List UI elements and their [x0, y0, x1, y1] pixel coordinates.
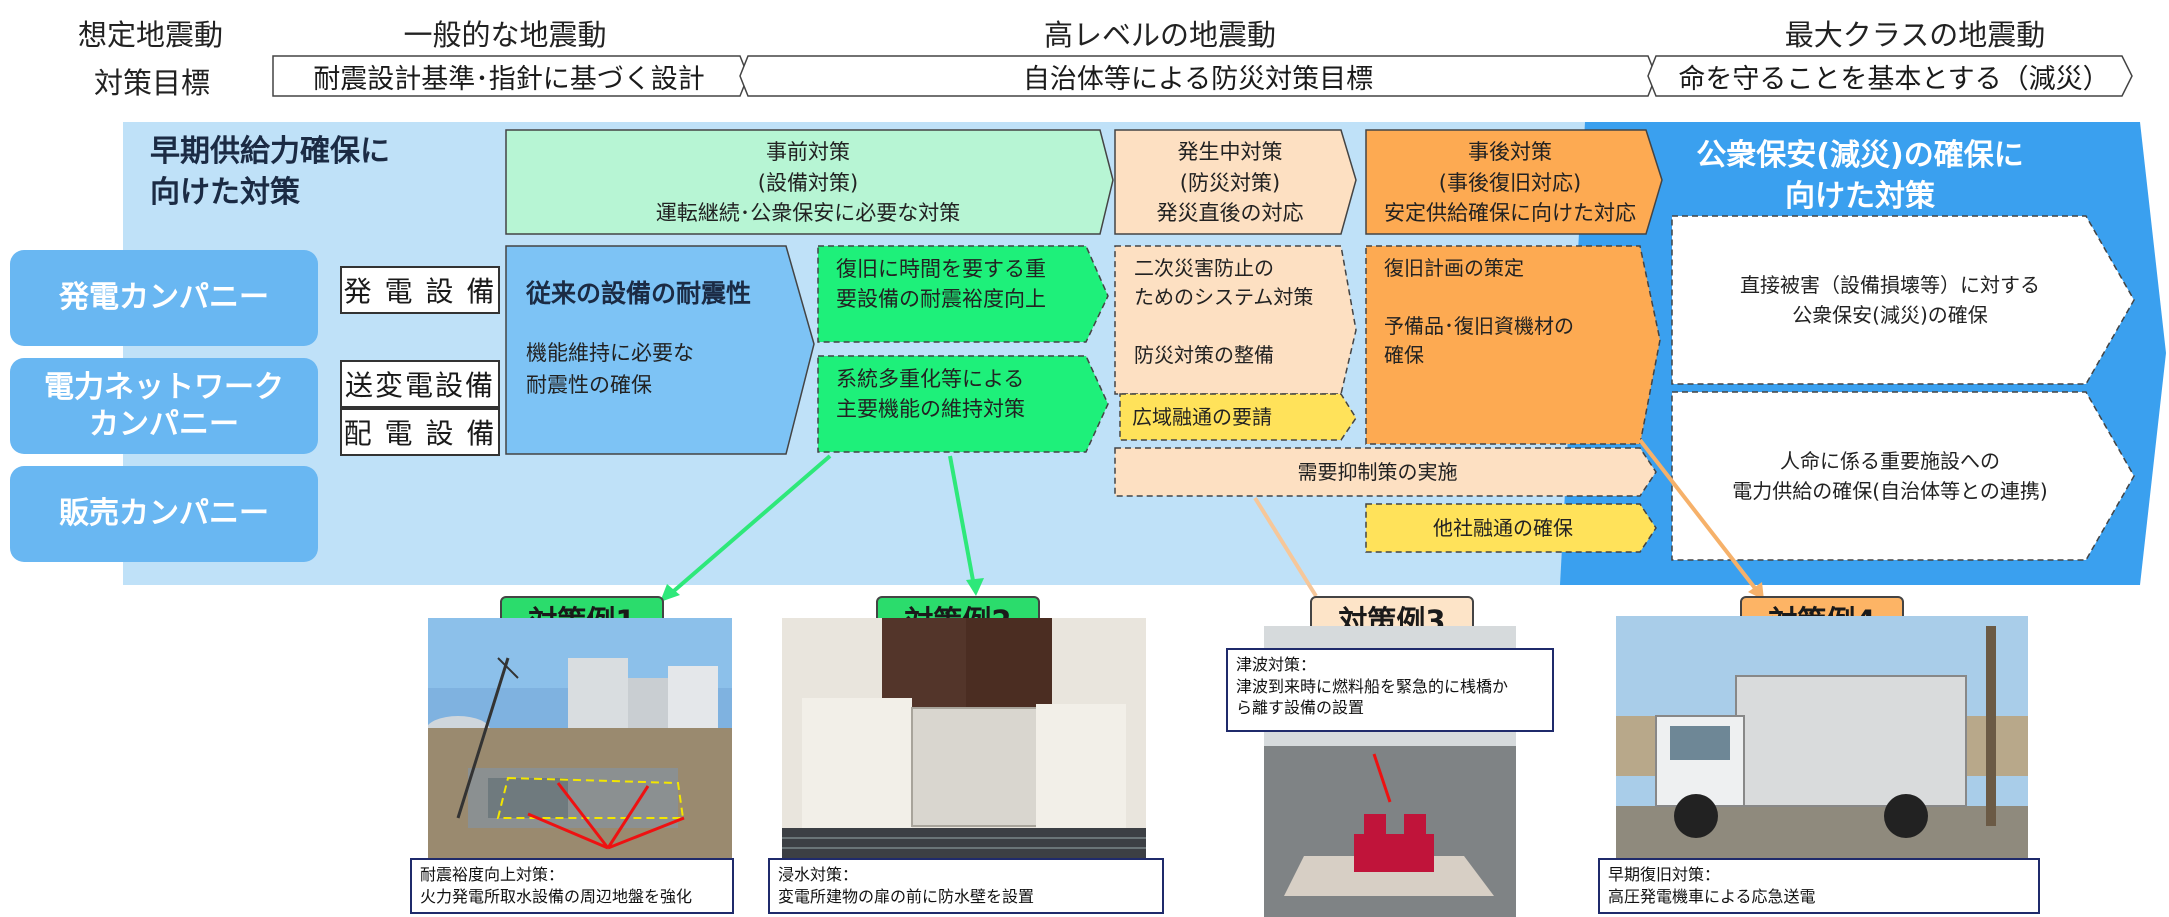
- life-box: [1671, 391, 2135, 561]
- wide-area-text: 広域融通の要請: [1132, 405, 1272, 429]
- life-text: 人命に係る重要施設への 電力供給の確保(自治体等との連携): [1732, 449, 2048, 503]
- arrow-head-example2: [966, 578, 984, 596]
- company-network: 電力ネットワーク カンパニー: [10, 358, 318, 454]
- direct-damage-text: 直接被害（設備損壊等）に対する 公衆保安(減災)の確保: [1740, 273, 2040, 327]
- right-title: 公衆保安(減災)の確保に 向けた対策: [1696, 138, 2024, 214]
- example2-photo: [782, 618, 1146, 858]
- important-box: [817, 245, 1109, 343]
- left-title: 早期供給力確保に 向けた対策: [150, 134, 390, 210]
- row2-label: 対策目標: [94, 66, 211, 100]
- example2-caption: 浸水対策： 変電所建物の扉の前に防水壁を設置: [768, 858, 1164, 914]
- secondary-text: 二次災害防止の ためのシステム対策 防災対策の整備: [1134, 256, 1314, 367]
- arrow-head-example1: [660, 584, 680, 602]
- example1-caption: 耐震裕度向上対策： 火力発電所取水設備の周辺地盤を強化: [410, 858, 734, 914]
- goal1-text: 耐震設計基準･指針に基づく設計: [313, 63, 705, 95]
- row1-label: 想定地震動: [78, 18, 224, 52]
- col2-title: 高レベルの地震動: [1043, 18, 1276, 52]
- arrow-head-example4: [1748, 582, 1764, 600]
- goal3-shape: [1647, 55, 2133, 97]
- during-phase-text: 発生中対策 (防災対策) 発災直後の対応: [1156, 140, 1304, 226]
- conventional-body: 機能維持に必要な 耐震性の確保: [526, 341, 694, 397]
- other-company-text: 他社融通の確保: [1433, 516, 1573, 540]
- example4-photo: [1616, 616, 2028, 858]
- goal-arrows: [272, 55, 2133, 97]
- arrow-to-example4: [1638, 438, 1760, 594]
- arrow-to-example2: [948, 455, 976, 587]
- redundancy-text: 系統多重化等による 主要機能の維持対策: [836, 367, 1025, 422]
- col1-title: 一般的な地震動: [403, 18, 607, 52]
- demand-text: 需要抑制策の実施: [1297, 460, 1458, 484]
- goal3-text: 命を守ることを基本とする（減災）: [1678, 63, 2110, 95]
- col3-title: 最大クラスの地震動: [1784, 18, 2046, 52]
- arrow-to-example1: [666, 454, 832, 598]
- example1-photo: [428, 618, 732, 858]
- important-text: 復旧に時間を要する重 要設備の耐震裕度向上: [836, 257, 1046, 312]
- recovery-box: [1365, 245, 1661, 445]
- post-phase-text: 事後対策 (事後復旧対応) 安定供給確保に向けた対応: [1384, 140, 1636, 226]
- direct-damage-box: [1671, 215, 2135, 385]
- conventional-title: 従来の設備の耐震性: [526, 279, 752, 308]
- example4-caption: 早期復旧対策： 高圧発電機車による応急送電: [1598, 858, 2040, 914]
- recovery-text: 復旧計画の策定 予備品･復旧資機材の 確保: [1384, 256, 1574, 367]
- goal2-text: 自治体等による防災対策目標: [1022, 63, 1374, 95]
- post-phase-header: [1365, 129, 1663, 235]
- redundancy-box: [817, 355, 1109, 453]
- secondary-box: [1114, 245, 1357, 395]
- wide-area-box: [1119, 393, 1357, 441]
- equipment-distribution: 配 電 設 備: [340, 408, 500, 456]
- arrow-to-example3: [1253, 496, 1318, 598]
- company-sales: 販売カンパニー: [10, 466, 318, 562]
- conventional-box: [505, 245, 815, 455]
- company-generation: 発電カンパニー: [10, 250, 318, 346]
- pre-phase-text: 事前対策 (設備対策) 運転継続･公衆保安に必要な対策: [655, 140, 961, 226]
- equipment-transmission: 送変電設備: [340, 360, 500, 408]
- equipment-generation: 発 電 設 備: [340, 266, 500, 314]
- goal2-shape: [739, 55, 1657, 97]
- example3-caption: 津波対策： 津波到来時に燃料船を緊急的に桟橋か ら離す設備の設置: [1226, 648, 1554, 732]
- pre-phase-header: [505, 129, 1114, 235]
- demand-box: [1114, 447, 1657, 497]
- other-company-box: [1365, 503, 1657, 553]
- during-phase-header: [1114, 129, 1357, 235]
